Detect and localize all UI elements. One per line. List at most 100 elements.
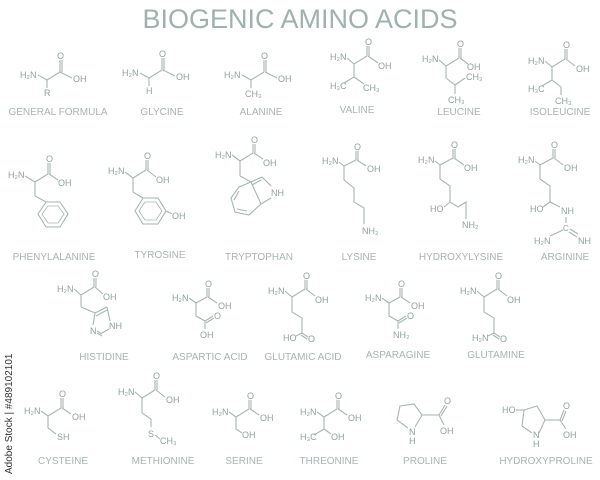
svg-text:HO: HO [530, 204, 544, 214]
svg-text:NH: NH [561, 206, 574, 216]
svg-text:O: O [57, 51, 64, 61]
svg-text:O: O [354, 142, 361, 152]
svg-text:H₂N: H₂N [118, 387, 135, 397]
svg-text:OH: OH [464, 163, 478, 173]
svg-text:O: O [407, 311, 414, 321]
svg-text:NH: NH [271, 188, 284, 198]
label-isoleucine: ISOLEUCINE [529, 107, 591, 118]
svg-text:R: R [44, 88, 51, 98]
svg-text:OH: OH [73, 74, 87, 84]
svg-text:HO: HO [283, 333, 297, 343]
structure-general-formula: H₂N O OH R [20, 51, 87, 98]
svg-text:OH: OH [200, 330, 214, 340]
svg-text:NH₂: NH₂ [362, 226, 379, 236]
svg-text:O: O [159, 49, 166, 59]
label-alanine: ALANINE [239, 107, 283, 118]
stock-watermark: Adobe Stock | #489102101 [4, 353, 15, 474]
label-general-formula: GENERAL FORMULA [8, 107, 108, 118]
svg-text:H₂N: H₂N [528, 56, 545, 66]
svg-text:CH₃: CH₃ [160, 436, 177, 446]
svg-text:HO: HO [502, 405, 516, 415]
svg-text:H₂N: H₂N [172, 293, 189, 303]
svg-text:OH: OH [218, 301, 232, 311]
svg-text:OH: OH [263, 158, 277, 168]
svg-text:O: O [563, 40, 570, 50]
svg-text:N: N [533, 430, 540, 440]
svg-text:OH: OH [172, 211, 186, 221]
svg-text:OH: OH [315, 295, 329, 305]
svg-text:OH: OH [331, 432, 345, 442]
svg-text:O: O [444, 396, 451, 406]
label-phenylalanine: PHENYLALANINE [12, 252, 96, 263]
svg-text:OH: OH [563, 430, 577, 440]
label-serine: SERINE [225, 456, 263, 467]
svg-text:O: O [451, 140, 458, 150]
svg-text:H₂N: H₂N [365, 293, 382, 303]
label-histidine: HISTIDINE [79, 352, 129, 363]
svg-text:N: N [409, 427, 416, 437]
svg-text:O: O [398, 279, 405, 289]
svg-text:N: N [90, 326, 97, 336]
svg-text:NH: NH [578, 236, 591, 246]
label-cysteine: CYSTEINE [37, 456, 89, 467]
svg-text:H₂N: H₂N [300, 407, 317, 417]
label-methionine: METHIONINE [131, 456, 195, 467]
svg-text:O: O [303, 271, 310, 281]
svg-text:OH: OH [467, 62, 481, 72]
svg-text:O: O [551, 140, 558, 150]
svg-text:O: O [92, 269, 99, 279]
svg-text:C: C [563, 224, 569, 233]
svg-text:OH: OH [367, 164, 381, 174]
svg-text:H₂N: H₂N [418, 155, 435, 165]
label-tyrosine: TYROSINE [134, 250, 186, 261]
svg-text:H₂N: H₂N [460, 286, 477, 296]
svg-text:O: O [261, 51, 268, 61]
label-arginine: ARGININE [540, 252, 590, 263]
svg-text:OH: OH [378, 61, 392, 71]
svg-text:OH: OH [260, 413, 274, 423]
svg-text:O: O [153, 371, 160, 381]
svg-text:CH₃: CH₃ [448, 95, 465, 105]
svg-text:S: S [148, 429, 154, 439]
svg-text:OH: OH [564, 163, 578, 173]
svg-text:OH: OH [176, 72, 190, 82]
svg-text:H₂N: H₂N [224, 70, 241, 80]
svg-text:OH: OH [58, 178, 72, 188]
svg-text:H₂N: H₂N [108, 166, 125, 176]
svg-text:H₂N: H₂N [24, 406, 41, 416]
label-threonine: THREONINE [299, 456, 359, 467]
svg-text:OH: OH [103, 292, 117, 302]
label-proline: PROLINE [403, 456, 447, 467]
label-glycine: GLYCINE [140, 107, 184, 118]
svg-text:CH₃: CH₃ [363, 83, 380, 93]
svg-text:H₂N: H₂N [8, 170, 25, 180]
svg-text:H₂N: H₂N [518, 155, 535, 165]
svg-text:OH: OH [440, 426, 454, 436]
svg-text:H₂N: H₂N [122, 68, 139, 78]
svg-text:H₂N: H₂N [212, 407, 229, 417]
page-title: BIOGENIC AMINO ACIDS [142, 4, 458, 34]
svg-text:HO: HO [430, 204, 444, 214]
svg-text:O: O [495, 271, 502, 281]
svg-text:OH: OH [156, 175, 170, 185]
svg-text:H₃C: H₃C [300, 432, 317, 442]
svg-text:O: O [247, 391, 254, 401]
svg-text:H₂N: H₂N [422, 54, 439, 64]
svg-text:O: O [144, 151, 151, 161]
svg-text:H₃C: H₃C [528, 84, 545, 94]
label-asparagine: ASPARAGINE [365, 350, 431, 361]
svg-text:H₂N: H₂N [57, 284, 74, 294]
svg-text:OH: OH [242, 430, 256, 440]
svg-text:H: H [409, 436, 416, 446]
svg-text:CH₃: CH₃ [555, 96, 572, 106]
label-glutamine: GLUTAMINE [467, 350, 525, 361]
svg-text:H₂N: H₂N [534, 236, 551, 246]
label-aspartic-acid: ASPARTIC ACID [172, 352, 248, 363]
svg-text:NH: NH [109, 321, 122, 331]
svg-text:H₃C: H₃C [330, 81, 347, 91]
svg-text:O: O [563, 401, 570, 411]
svg-text:O: O [335, 391, 342, 401]
svg-text:H₂N: H₂N [322, 156, 339, 166]
svg-text:H: H [146, 86, 153, 96]
svg-text:OH: OH [411, 301, 425, 311]
